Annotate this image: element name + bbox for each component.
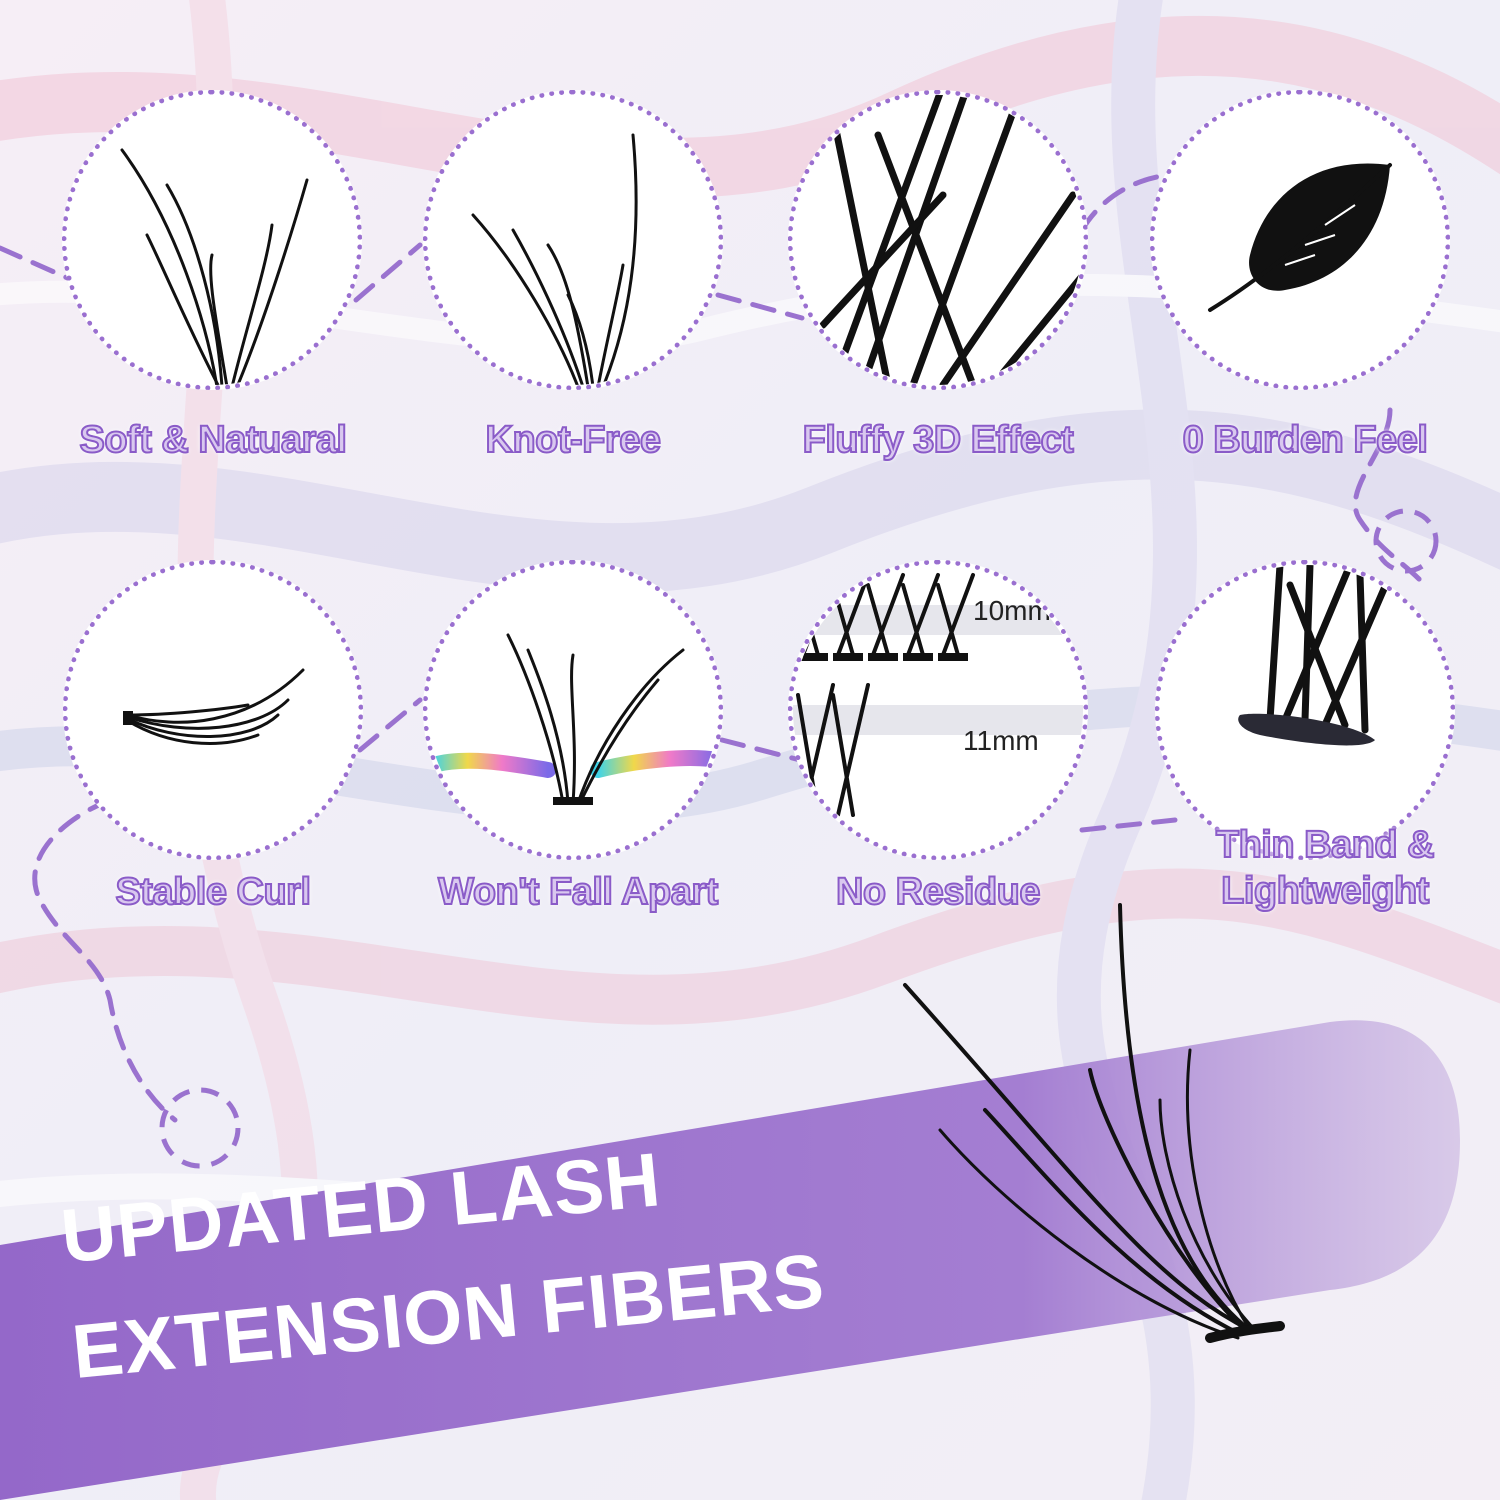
feature-label: Knot-Free — [485, 418, 662, 462]
feature-label: Won't Fall Apart — [437, 870, 719, 914]
tray-length-label: 11mm — [963, 725, 1039, 756]
feature-label: Fluffy 3D Effect — [802, 418, 1075, 462]
feature-label: No Residue — [835, 870, 1042, 914]
feather-icon — [1208, 163, 1392, 312]
feature-label: Soft & Natuaral — [79, 418, 348, 462]
large-lash-cluster-image — [903, 903, 1285, 1343]
soft-lash-cluster-icon — [62, 90, 362, 390]
thin-band-icon — [1155, 560, 1455, 860]
tray-length-label: 10mm — [973, 595, 1051, 626]
feature-label: Thin Band & Lightweight — [1215, 823, 1436, 913]
dashed-connector — [0, 172, 1423, 1123]
banner-ribbon — [0, 1020, 1460, 1500]
crossed-fibers-icon — [788, 90, 1088, 390]
dashed-ring — [1373, 508, 1439, 574]
stretched-lash-icon — [423, 560, 723, 860]
feature-icon-frame — [1150, 90, 1450, 390]
curled-lash-icon — [63, 560, 363, 860]
lash-tray-icon: 10mm 11mm — [788, 560, 1088, 860]
feature-label: 0 Burden Feel — [1182, 418, 1429, 462]
feature-label: Stable Curl — [114, 870, 312, 914]
knot-free-lash-icon — [423, 90, 723, 390]
dashed-ring — [159, 1087, 241, 1169]
